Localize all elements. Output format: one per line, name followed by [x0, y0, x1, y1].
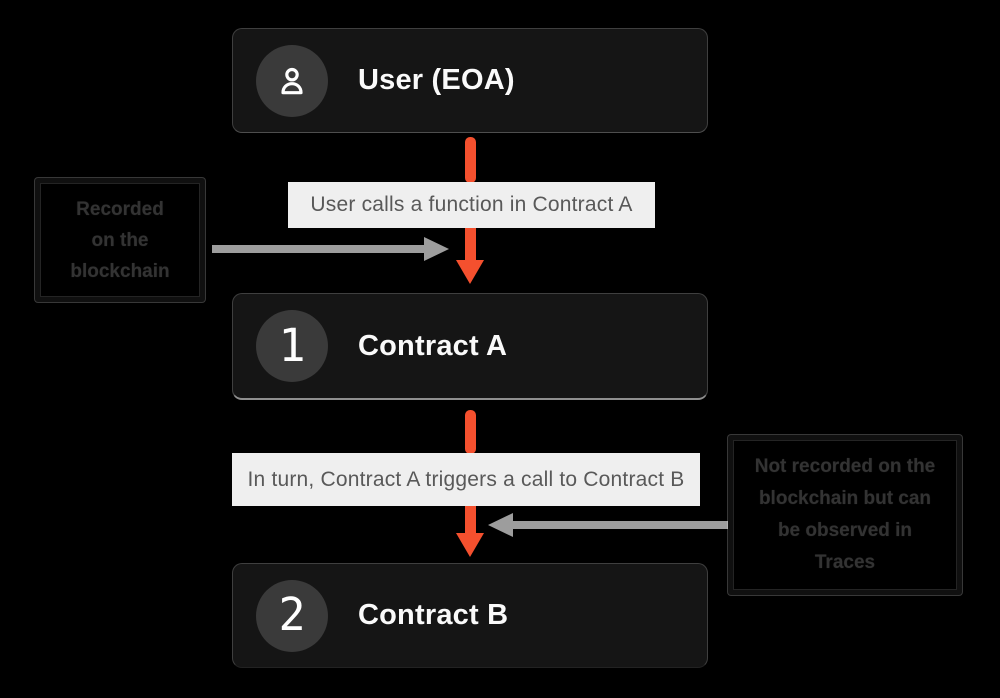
- step-number: 1: [278, 318, 306, 372]
- flow-arrow-user-to-a-shaft-bottom: [465, 228, 476, 262]
- user-icon: [281, 67, 303, 94]
- node-user-eoa: User (EOA): [232, 28, 708, 133]
- note-line: Recorded: [76, 198, 164, 220]
- user-avatar: [256, 44, 328, 117]
- note-line: blockchain but can: [758, 488, 932, 509]
- annotation-arrow-right-shaft: [512, 521, 729, 529]
- flow-arrow-a-to-b-shaft-top: [465, 410, 476, 454]
- annotation-arrowhead-pointing-right: [424, 237, 449, 261]
- annotation-arrowhead-pointing-left: [488, 513, 513, 537]
- note-line: be observed in: [777, 520, 913, 541]
- note-recorded-on-blockchain: Recorded on the blockchain: [35, 178, 205, 302]
- flow-arrow-a-to-b-shaft-bottom: [465, 506, 476, 537]
- note-line: on the: [91, 229, 149, 251]
- note-line: Traces: [814, 552, 876, 573]
- step-badge-2: 2: [256, 579, 328, 652]
- edge-label-user-call: User calls a function in Contract A: [288, 182, 655, 228]
- node-contract-a: 1 Contract A: [232, 293, 708, 400]
- flow-arrowhead-user-to-a: [456, 260, 484, 284]
- note-observed-in-traces: Not recorded on the blockchain but can b…: [728, 435, 962, 595]
- edge-label-contract-call: In turn, Contract A triggers a call to C…: [232, 453, 700, 506]
- note-line: Not recorded on the: [754, 456, 936, 477]
- node-title-user-eoa: User (EOA): [358, 64, 515, 96]
- note-line: blockchain: [70, 260, 170, 282]
- step-number: 2: [278, 588, 306, 641]
- annotation-arrow-left-shaft: [212, 245, 426, 253]
- node-contract-b: 2 Contract B: [232, 563, 708, 668]
- flow-arrowhead-a-to-b: [456, 533, 484, 557]
- node-title-contract-b: Contract B: [358, 599, 509, 631]
- step-badge-1: 1: [256, 310, 328, 382]
- flow-arrow-user-to-a-shaft-top: [465, 137, 476, 183]
- node-title-contract-a: Contract A: [358, 329, 508, 362]
